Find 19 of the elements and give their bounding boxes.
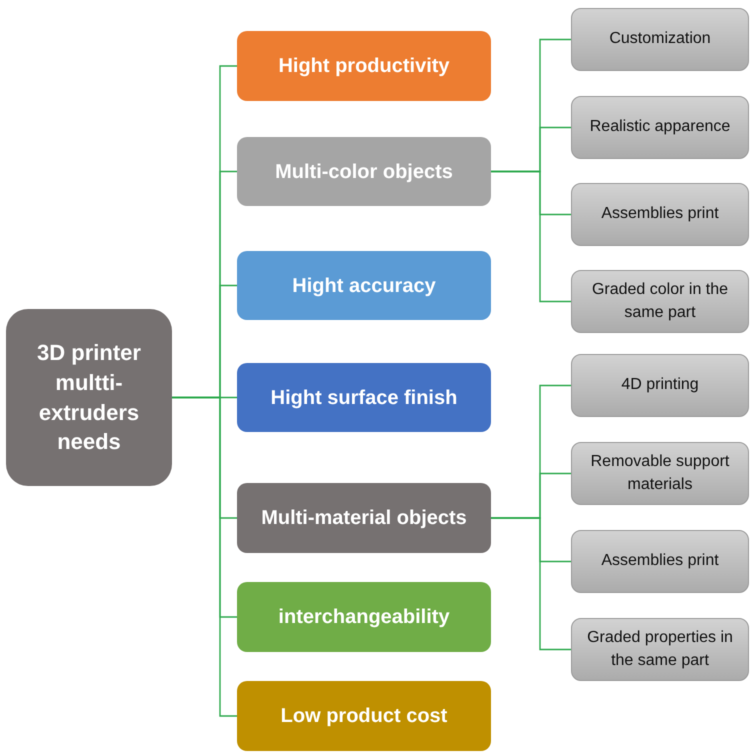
item-box: Removable support materials: [571, 442, 749, 505]
connector-line: [491, 170, 571, 302]
category-box: Multi-material objects: [237, 483, 491, 553]
category-box: Hight surface finish: [237, 363, 491, 432]
item-box: Assemblies print: [571, 183, 749, 246]
root-box: 3D printer multti-extruders needs: [6, 309, 172, 486]
item-box: Graded properties in the same part: [571, 618, 749, 681]
item-box: Graded color in the same part: [571, 270, 749, 333]
item-box: 4D printing: [571, 354, 749, 417]
connector-line: [172, 396, 237, 717]
item-box: Assemblies print: [571, 530, 749, 593]
category-box: Multi-color objects: [237, 137, 491, 206]
item-box: Customization: [571, 8, 749, 71]
category-box: Low product cost: [237, 681, 491, 751]
connector-line: [491, 517, 571, 650]
category-box: Hight productivity: [237, 31, 491, 101]
item-box: Realistic apparence: [571, 96, 749, 159]
category-box: interchangeability: [237, 582, 491, 652]
category-box: Hight accuracy: [237, 251, 491, 320]
